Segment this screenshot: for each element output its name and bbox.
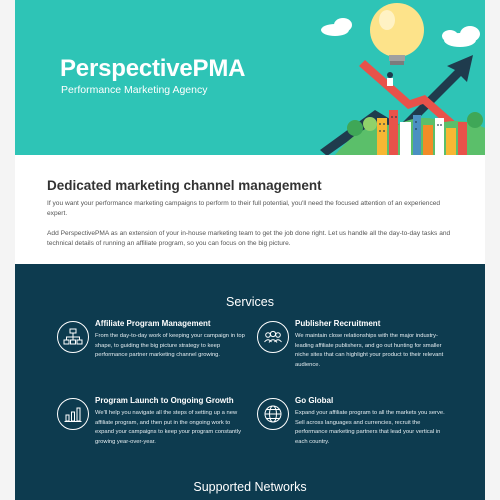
service-title: Affiliate Program Management <box>95 319 211 328</box>
service-text: We maintain close relationships with the… <box>295 333 444 368</box>
hero-banner: PerspectivePMA Performance Marketing Age… <box>15 0 485 155</box>
service-title: Go Global <box>295 396 334 405</box>
intro-paragraph-1: If you want your performance marketing c… <box>47 200 441 217</box>
service-title: Publisher Recruitment <box>295 319 381 328</box>
service-text: Expand your affiliate program to all the… <box>295 410 445 445</box>
globe-icon <box>257 398 289 430</box>
service-title: Program Launch to Ongoing Growth <box>95 396 234 405</box>
page: PerspectivePMA Performance Marketing Age… <box>15 0 485 500</box>
service-text: We'll help you navigate all the steps of… <box>95 410 241 445</box>
intro-section: Dedicated marketing channel management I… <box>47 178 457 259</box>
supported-networks-title: Supported Networks <box>193 480 307 494</box>
bar-chart-icon <box>57 398 89 430</box>
services-title: Services <box>226 295 274 309</box>
hero-illustration <box>320 3 485 155</box>
service-text: From the day-to-day work of keeping your… <box>95 333 245 358</box>
affiliate-network-icon <box>57 321 89 353</box>
services-section: Services Affiliate Program Management Fr… <box>15 264 485 500</box>
brand-title: PerspectivePMA <box>60 55 246 82</box>
brand-subtitle: Performance Marketing Agency <box>61 84 208 96</box>
intro-paragraph-2: Add PerspectivePMA as an extension of yo… <box>47 230 451 247</box>
intro-heading: Dedicated marketing channel management <box>47 178 322 193</box>
people-icon <box>257 321 289 353</box>
